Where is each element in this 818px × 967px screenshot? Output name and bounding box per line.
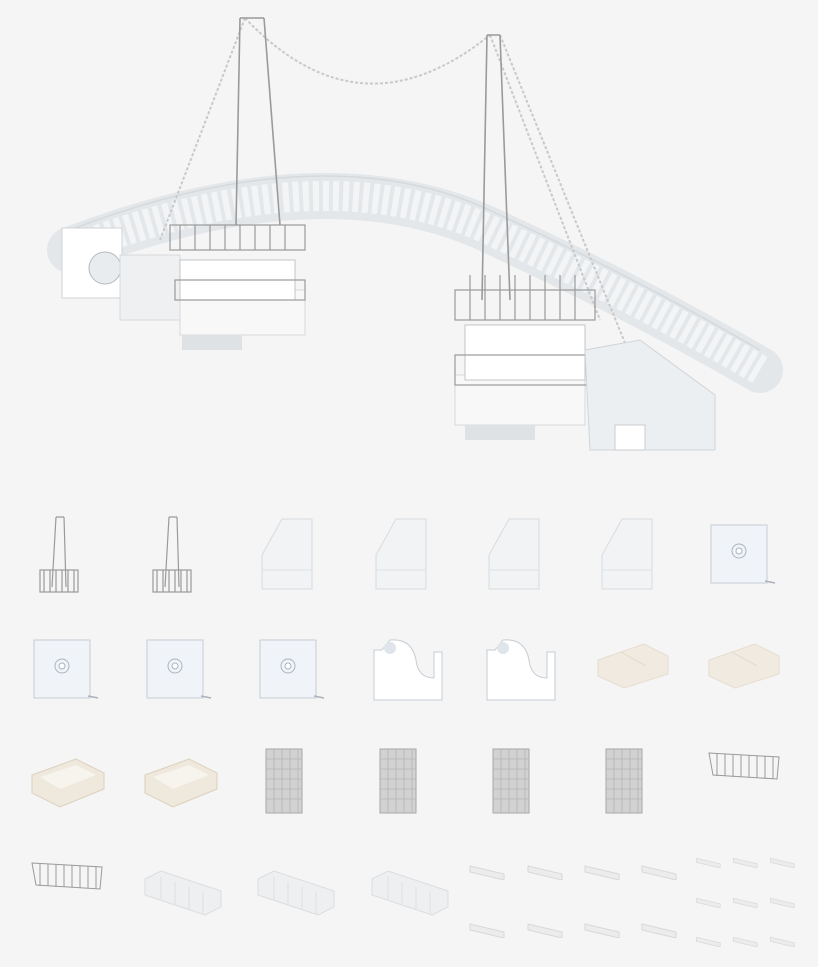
cream-tray-small-image — [594, 630, 676, 716]
tape-measure-box-image — [28, 630, 110, 716]
tower-left — [235, 17, 281, 226]
left-pier — [119, 224, 306, 350]
cream-tray-open-image — [141, 745, 223, 831]
wire-shelf-basket-image — [705, 745, 787, 831]
connector-piece-image — [583, 860, 623, 884]
connector-piece-image — [468, 918, 508, 942]
connector-piece-image — [769, 893, 797, 912]
mesh-pen-holder-image — [368, 745, 450, 831]
connector-piece-image — [695, 932, 723, 951]
connector-piece-image — [732, 932, 760, 951]
tape-dispenser-image — [368, 630, 450, 716]
tape-measure-box-image — [705, 515, 787, 601]
file-stand-image — [481, 515, 563, 601]
connector-piece-image — [732, 853, 760, 872]
connector-piece-image — [468, 860, 508, 884]
connector-piece-image — [526, 860, 566, 884]
mesh-pen-holder-image — [594, 745, 676, 831]
connector-piece-image — [583, 918, 623, 942]
hanging-wire-basket-image — [28, 515, 110, 601]
cream-tray-open-image — [28, 745, 110, 831]
clear-organizer-segment-image — [368, 855, 450, 941]
connector-piece-image — [769, 853, 797, 872]
connector-piece-image — [640, 860, 680, 884]
hanging-wire-basket-image — [141, 515, 223, 601]
connector-piece-image — [695, 893, 723, 912]
clear-organizer-segment-image — [254, 855, 336, 941]
anchor-tape-dispenser — [61, 227, 123, 299]
right-pier — [454, 275, 716, 451]
clear-organizer-segment-image — [141, 855, 223, 941]
cream-tray-small-image — [705, 630, 787, 716]
file-stand-image — [368, 515, 450, 601]
suspension-cables — [159, 17, 641, 381]
tower-right — [481, 34, 511, 301]
tape-dispenser-image — [481, 630, 563, 716]
connector-piece-image — [732, 893, 760, 912]
tape-measure-box-image — [141, 630, 223, 716]
mesh-pen-holder-image — [254, 745, 336, 831]
file-stand-image — [594, 515, 676, 601]
bridge-model-image — [47, 17, 783, 451]
connector-piece-image — [695, 853, 723, 872]
file-stand-image — [254, 515, 336, 601]
wire-shelf-basket-image — [28, 855, 110, 941]
connector-piece-image — [769, 932, 797, 951]
tape-measure-box-image — [254, 630, 336, 716]
connector-piece-image — [526, 918, 566, 942]
connector-piece-image — [640, 918, 680, 942]
mesh-pen-holder-image — [481, 745, 563, 831]
